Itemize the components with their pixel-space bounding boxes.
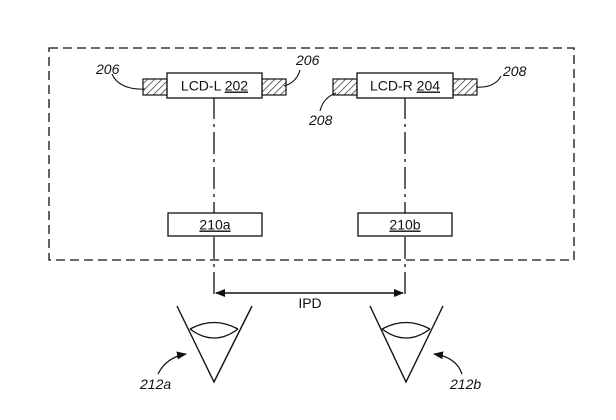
leader-212b bbox=[433, 351, 463, 375]
lcd-right-label: LCD-R 204 bbox=[370, 78, 440, 94]
lens-210a-label: 210a bbox=[199, 217, 230, 233]
ref-206-right: 206 bbox=[295, 52, 320, 68]
ref-206-left: 206 bbox=[95, 61, 120, 77]
leader-206-left bbox=[111, 73, 146, 90]
ref-208-right: 208 bbox=[502, 63, 527, 79]
eye-left bbox=[176, 305, 253, 384]
ref-212b: 212b bbox=[449, 376, 481, 392]
ref-208-left: 208 bbox=[308, 112, 333, 128]
hatch-206-left bbox=[142, 78, 168, 96]
leader-208-right bbox=[475, 75, 502, 88]
leader-212a bbox=[157, 351, 187, 375]
lens-210a-box bbox=[167, 212, 263, 237]
hatch-206-right bbox=[261, 78, 287, 96]
lens-210b-box bbox=[357, 212, 453, 237]
hmd-housing bbox=[48, 47, 575, 261]
lcd-right-box bbox=[356, 72, 454, 99]
lcd-right-ref: 204 bbox=[417, 78, 441, 94]
hatch-208-right bbox=[452, 78, 478, 96]
ref-212a: 212a bbox=[139, 376, 171, 392]
leader-206-right bbox=[283, 69, 301, 87]
hatch-208-left bbox=[332, 78, 358, 96]
eye-right bbox=[369, 305, 444, 384]
leader-208-left bbox=[319, 92, 337, 112]
lens-210b-label: 210b bbox=[389, 217, 420, 233]
lcd-left-label: LCD-L 202 bbox=[181, 78, 248, 94]
lcd-left-box bbox=[166, 72, 263, 99]
ipd-label: IPD bbox=[298, 295, 321, 311]
lcd-left-ref: 202 bbox=[225, 78, 249, 94]
